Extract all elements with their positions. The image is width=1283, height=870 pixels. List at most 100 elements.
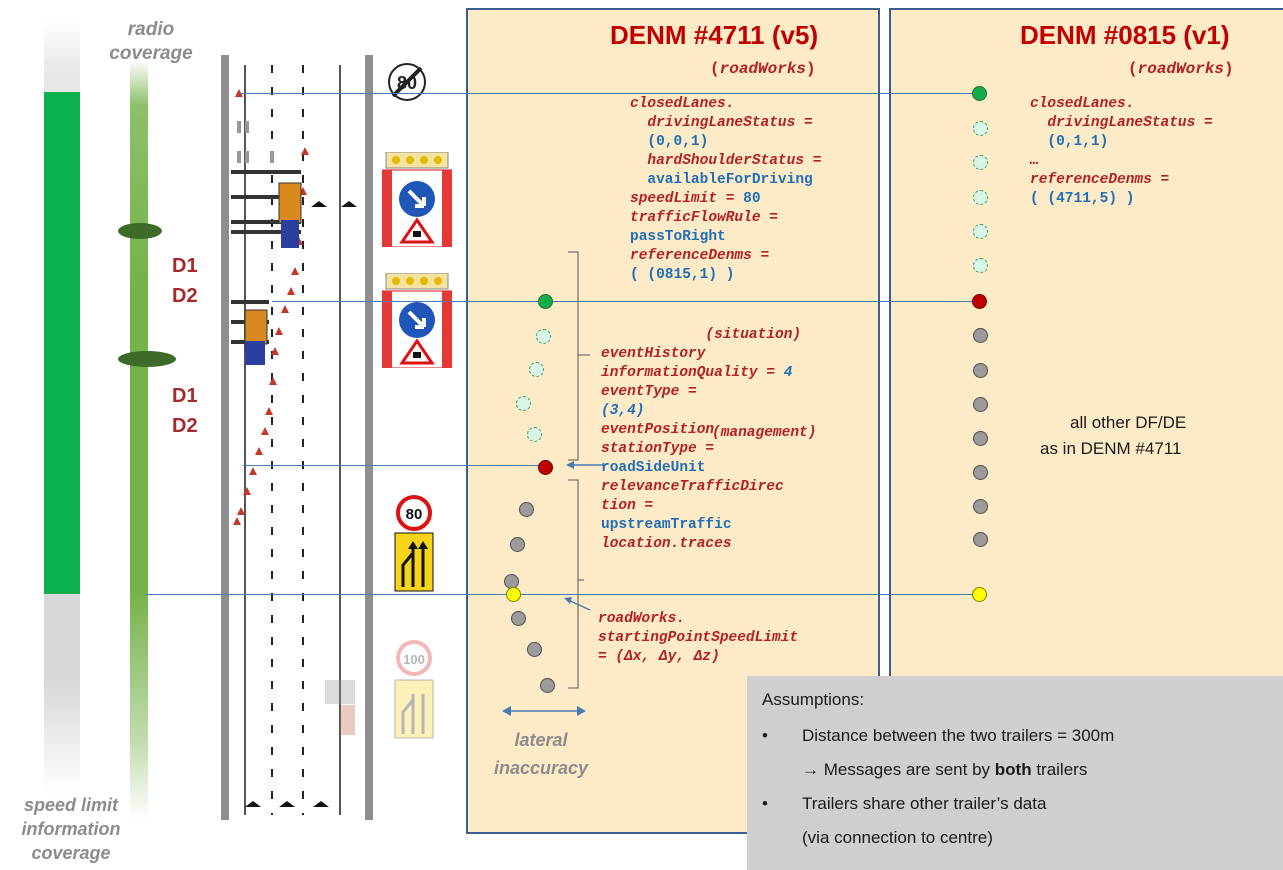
trace-point-current xyxy=(972,86,987,101)
lateral-inaccuracy-label: lateral inaccuracy xyxy=(493,730,589,778)
event-position-point xyxy=(972,294,987,309)
trace-point-history xyxy=(536,329,551,344)
speed-limit-coverage-label: speed limit information coverage xyxy=(21,795,121,863)
code-token: ( (4711,5) ) xyxy=(1030,191,1135,207)
code-token: eventHistory xyxy=(601,346,706,362)
code-line: closedLanes. xyxy=(1030,95,1213,114)
code-line: eventType = xyxy=(601,383,801,402)
speed-80-value: 80 xyxy=(406,506,423,523)
code-token: (0,1,1) xyxy=(1030,134,1109,150)
code-token: drivingLaneStatus = xyxy=(1030,115,1213,131)
trace-point-history xyxy=(973,190,988,205)
code-line: referenceDenms = xyxy=(630,247,821,266)
code-token: roadSideUnit xyxy=(601,460,706,476)
code-line: trafficFlowRule = xyxy=(630,209,821,228)
radio-range-marker xyxy=(118,223,162,239)
code-line: startingPointSpeedLimit xyxy=(598,629,798,648)
event-position-point xyxy=(538,460,553,475)
code-line: (0,1,1) xyxy=(1030,133,1213,152)
code-line: location.traces xyxy=(601,535,801,554)
trace-point xyxy=(511,611,526,626)
code-token: closedLanes. xyxy=(1030,96,1135,112)
other-fields-note: all other DF/DE as in DENM #4711 xyxy=(1040,413,1187,458)
trace-point-history xyxy=(973,224,988,239)
code-token: speedLimit = xyxy=(630,191,744,207)
code-token: startingPointSpeedLimit xyxy=(598,630,799,646)
trace-point xyxy=(973,499,988,514)
code-token: closedLanes. xyxy=(630,96,735,112)
code-token: referenceDenms = xyxy=(1030,172,1170,188)
speed-limit-100-sign-faded: 100 xyxy=(394,640,434,739)
code-line: … xyxy=(1030,152,1213,171)
trace-point xyxy=(527,642,542,657)
denm-4711-fields: closedLanes. drivingLaneStatus = (0,0,1)… xyxy=(630,95,821,285)
code-line: drivingLaneStatus = xyxy=(1030,114,1213,133)
denm-4711-roadworks-fields: roadWorks. startingPointSpeedLimit = (Δx, … xyxy=(598,610,798,667)
code-token: (0,0,1) xyxy=(630,134,709,150)
trace-point xyxy=(973,363,988,378)
trace-point xyxy=(973,328,988,343)
code-token: ( (0815,1) ) xyxy=(630,267,735,283)
trace-point xyxy=(973,397,988,412)
assumptions-heading: Assumptions: xyxy=(762,690,865,709)
connector-line xyxy=(145,594,980,595)
assumption-connection: (via connection to centre) xyxy=(802,828,993,847)
code-token: referenceDenms = xyxy=(630,248,770,264)
code-line: (situation) xyxy=(601,326,801,345)
code-token: 80 xyxy=(743,191,761,207)
code-token: hardShoulderStatus = xyxy=(630,153,822,169)
speed-limit-80-sign: 80 xyxy=(394,495,434,592)
code-line: tion = xyxy=(601,497,801,516)
code-line: ( (0815,1) ) xyxy=(630,266,821,285)
speed-limit-coverage-active xyxy=(44,92,80,594)
trace-point-history xyxy=(529,362,544,377)
trace-point-current xyxy=(538,294,553,309)
code-token: roadWorks. xyxy=(598,611,686,627)
trace-point-history xyxy=(973,155,988,170)
code-line: eventHistory xyxy=(601,345,801,364)
code-line: closedLanes. xyxy=(630,95,821,114)
assumption-messages: → Messages are sent by both trailers xyxy=(802,760,1088,779)
code-line: drivingLaneStatus = xyxy=(630,114,821,133)
code-token: upstreamTraffic xyxy=(601,517,732,533)
trace-point xyxy=(510,537,525,552)
code-token: tion = xyxy=(601,498,654,514)
code-token: stationType = xyxy=(601,441,715,457)
starting-point-speed-limit xyxy=(972,587,987,602)
code-token: … xyxy=(1030,153,1039,169)
end-speed-limit-sign: 80 xyxy=(388,63,426,101)
code-token: trafficFlowRule = xyxy=(630,210,778,226)
d2-label: D2 xyxy=(172,415,198,437)
code-line: ( (4711,5) ) xyxy=(1030,190,1213,209)
code-token: 4 xyxy=(783,365,793,381)
code-line: stationType = xyxy=(601,440,801,459)
code-token: location.traces xyxy=(601,536,732,552)
management-label: (management) xyxy=(712,425,817,441)
assumptions-box: Assumptions: • Distance between the two … xyxy=(747,676,1283,870)
code-token: eventType = xyxy=(601,384,697,400)
connector-line xyxy=(243,465,545,466)
radio-range-marker xyxy=(118,351,176,367)
bullet-dot: • xyxy=(762,794,768,813)
road-diagram xyxy=(221,55,373,820)
code-token: availableForDriving xyxy=(630,172,813,188)
code-line: referenceDenms = xyxy=(1030,171,1213,190)
code-token: informationQuality = xyxy=(601,365,784,381)
trace-point-history xyxy=(516,396,531,411)
trace-point-history xyxy=(973,258,988,273)
roadworks-trailer-sign xyxy=(382,152,452,247)
code-token: eventPosition xyxy=(601,422,715,438)
denm-4711-title: DENM #4711 (v5) xyxy=(610,20,819,50)
denm-0815-title: DENM #0815 (v1) xyxy=(1020,20,1230,50)
connector-line xyxy=(272,301,980,302)
speed-100-value: 100 xyxy=(403,652,425,667)
code-token: passToRight xyxy=(630,229,726,245)
code-line: speedLimit = 80 xyxy=(630,190,821,209)
assumption-distance: Distance between the two trailers = 300m xyxy=(802,726,1115,745)
trace-point-history xyxy=(527,427,542,442)
trace-point-history xyxy=(973,121,988,136)
code-line: = (Δx, Δy, Δz) xyxy=(598,648,798,667)
denm-4711-event-fields: (situation)eventHistory informationQualit… xyxy=(601,326,801,554)
code-line: (0,0,1) xyxy=(630,133,821,152)
code-line: availableForDriving xyxy=(630,171,821,190)
